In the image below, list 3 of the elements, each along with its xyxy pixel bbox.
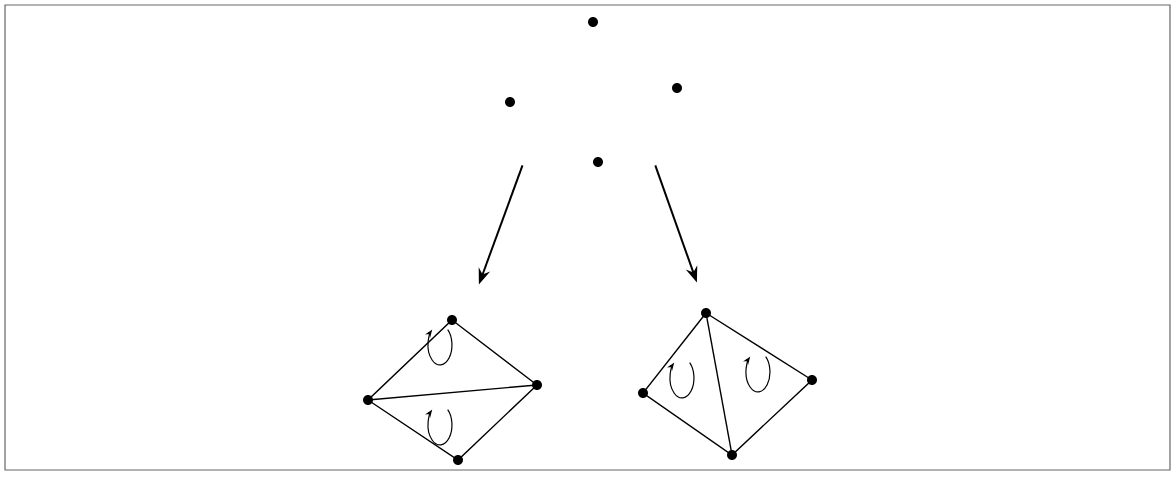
point-set-drawing	[505, 17, 682, 167]
triangulated-quadrilateral-drawing	[638, 308, 817, 460]
triangulated-quadrilateral-drawing	[363, 315, 542, 465]
